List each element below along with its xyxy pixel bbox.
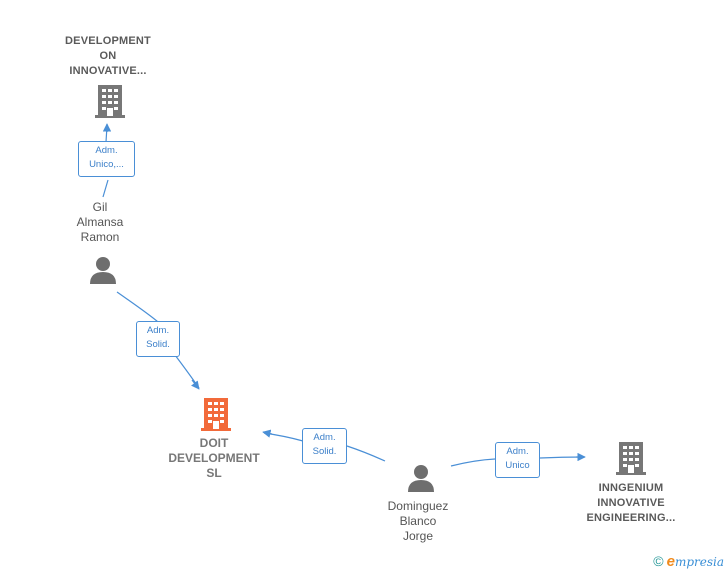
edge-label-dominguez-inngenium-line-1: Adm. [506, 446, 529, 457]
gil-line-1: Gil [92, 200, 108, 214]
top-company-line-2: ON [99, 50, 117, 62]
inngenium-label[interactable]: INNGENIUM INNOVATIVE ENGINEERING... [576, 481, 686, 526]
gil-line-2: Almansa [76, 215, 124, 229]
building-icon[interactable] [615, 441, 647, 475]
dominguez-line-1: Dominguez [387, 499, 449, 513]
edge-gil-to-doit-head [191, 379, 200, 390]
edge-label-dominguez-doit-line-1: Adm. [313, 432, 336, 443]
doit-line-3: SL [206, 466, 222, 480]
person-icon[interactable] [406, 463, 436, 493]
edge-label-dominguez-doit-line-2: Solid. [312, 446, 337, 457]
brand-initial: e [666, 553, 675, 570]
person-icon[interactable] [88, 255, 118, 285]
inngenium-line-2: INNOVATIVE [597, 497, 665, 509]
inngenium-line-1: INNGENIUM [598, 482, 664, 494]
dominguez-line-3: Jorge [402, 529, 434, 543]
building-icon[interactable] [94, 84, 126, 118]
edge-label-dominguez-doit[interactable]: Adm. Solid. [302, 428, 347, 464]
inngenium-line-3: ENGINEERING... [586, 512, 676, 524]
copyright-symbol: © [653, 553, 664, 569]
edge-label-gil-top-line-1: Adm. [95, 145, 118, 156]
gil-label[interactable]: Gil Almansa Ramon [60, 200, 140, 245]
doit-label[interactable]: DOIT DEVELOPMENT SL [158, 436, 270, 481]
edge-label-gil-doit[interactable]: Adm. Solid. [136, 321, 180, 357]
top-company-line-1: DEVELOPMENT [65, 35, 151, 47]
brand-name: mpresia [674, 555, 724, 569]
dominguez-line-2: Blanco [399, 514, 437, 528]
top-company-line-3: INNOVATIVE... [69, 65, 147, 77]
main-building-icon[interactable] [200, 397, 232, 431]
edge-label-gil-top-line-2: Unico,... [89, 159, 124, 170]
edge-label-gil-top[interactable]: Adm. Unico,... [78, 141, 135, 177]
empresia-logo[interactable]: ©empresia [653, 553, 724, 570]
top-company-label[interactable]: DEVELOPMENT ON INNOVATIVE... [58, 34, 158, 79]
doit-line-2: DEVELOPMENT [168, 451, 260, 465]
gil-line-3: Ramon [80, 230, 120, 244]
dominguez-label[interactable]: Dominguez Blanco Jorge [373, 499, 463, 544]
doit-line-1: DOIT [199, 436, 229, 450]
edge-dominguez-to-doit-head [262, 429, 273, 438]
edge-label-gil-doit-line-1: Adm. [146, 325, 170, 336]
edge-label-dominguez-inngenium[interactable]: Adm. Unico [495, 442, 540, 478]
edge-label-dominguez-inngenium-line-2: Unico [505, 460, 530, 471]
edge-label-gil-doit-line-2: Solid. [146, 339, 170, 350]
